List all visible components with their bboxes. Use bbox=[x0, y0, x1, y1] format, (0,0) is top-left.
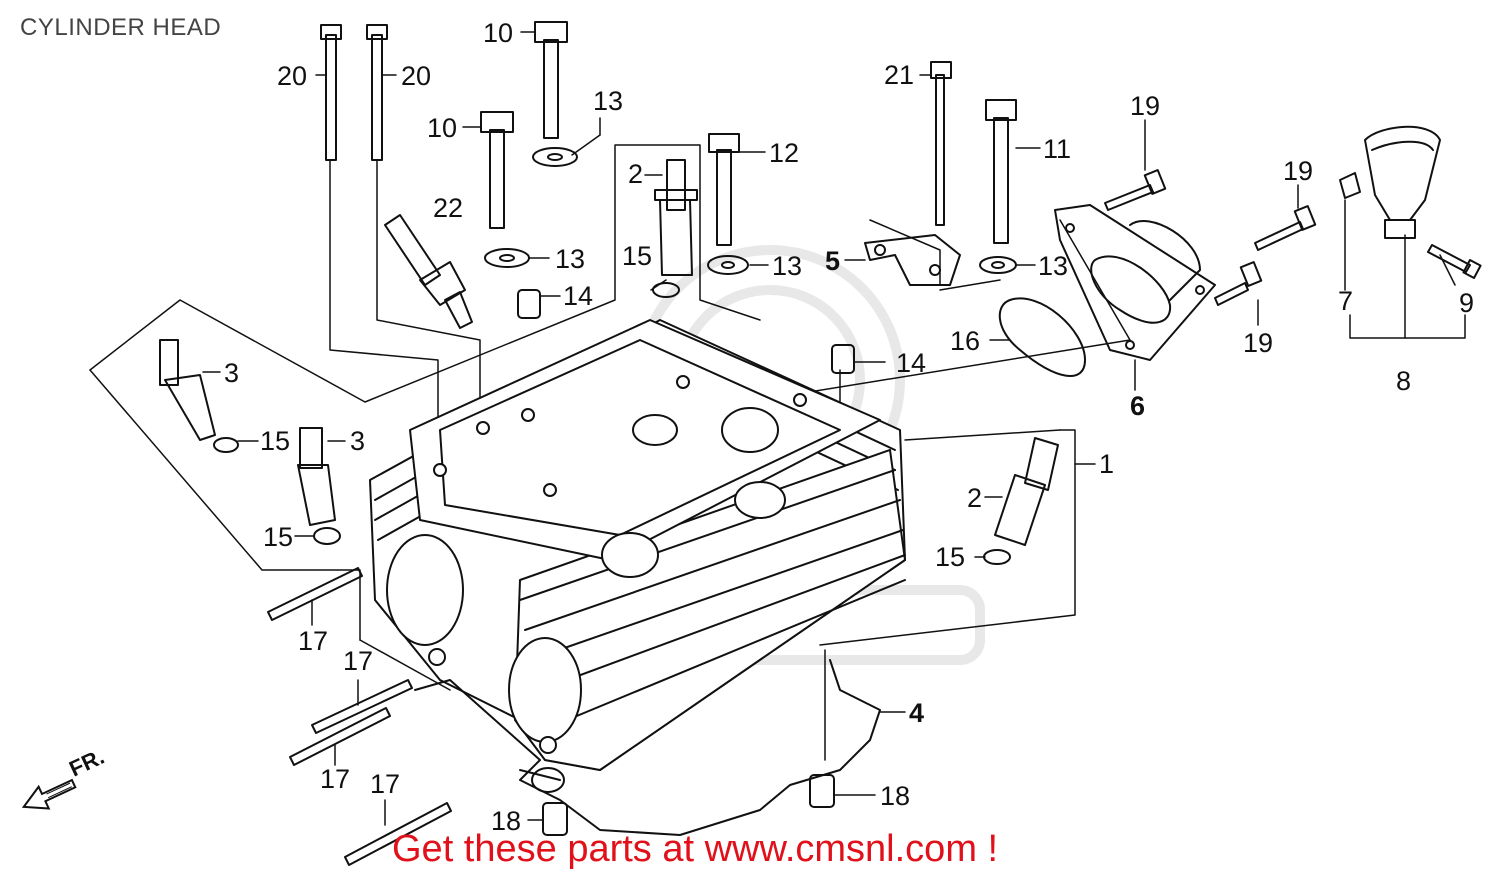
screw-9 bbox=[1427, 244, 1482, 279]
callout-16: 16 bbox=[950, 326, 980, 356]
callout-18-left: 18 bbox=[491, 806, 521, 836]
callout-22: 22 bbox=[433, 193, 463, 223]
bolts-10 bbox=[480, 21, 568, 229]
nut-7 bbox=[1339, 172, 1361, 199]
callout-10-mid: 10 bbox=[427, 113, 457, 143]
callout-13-left: 13 bbox=[555, 244, 585, 274]
callout-6: 6 bbox=[1130, 391, 1145, 421]
callout-13-center: 13 bbox=[772, 251, 802, 281]
callout-17-d: 17 bbox=[370, 769, 400, 799]
bolts-11-12-21 bbox=[708, 61, 1017, 246]
callout-leaders bbox=[202, 31, 1456, 826]
callout-20-left: 20 bbox=[277, 61, 307, 91]
callout-labels: 20 20 10 10 13 13 13 13 22 2 2 12 21 11 … bbox=[224, 18, 1474, 836]
valve-guide-2-top bbox=[654, 159, 698, 276]
long-bolts-20 bbox=[320, 24, 388, 161]
callout-15-lower: 15 bbox=[263, 522, 293, 552]
callout-15-left: 15 bbox=[260, 426, 290, 456]
callout-2-right: 2 bbox=[967, 483, 982, 513]
callout-19-bottom: 19 bbox=[1243, 328, 1273, 358]
callout-13-right: 13 bbox=[1038, 251, 1068, 281]
callout-11: 11 bbox=[1043, 134, 1071, 164]
promo-link[interactable]: Get these parts at www.cmsnl.com ! bbox=[392, 828, 999, 870]
valve-guide-3-middle bbox=[297, 427, 336, 526]
front-marker-label: FR. bbox=[65, 750, 108, 781]
callout-4: 4 bbox=[909, 698, 924, 728]
bolts-19 bbox=[1104, 169, 1317, 306]
dowel-pins bbox=[517, 289, 855, 836]
callout-20-right: 20 bbox=[401, 61, 431, 91]
callout-17-a: 17 bbox=[298, 626, 328, 656]
studs-17 bbox=[267, 567, 452, 866]
callout-13-top: 13 bbox=[593, 86, 623, 116]
callout-12: 12 bbox=[769, 138, 799, 168]
callout-18-right: 18 bbox=[880, 781, 910, 811]
callout-19-right: 19 bbox=[1283, 156, 1313, 186]
bracket-5 bbox=[864, 234, 961, 286]
front-arrow-icon: FR. bbox=[21, 750, 108, 810]
callout-10-top: 10 bbox=[483, 18, 513, 48]
spark-plug-22 bbox=[384, 214, 473, 329]
callout-1: 1 bbox=[1099, 449, 1114, 479]
intake-pipe-6 bbox=[1054, 204, 1216, 361]
callout-21: 21 bbox=[884, 60, 914, 90]
diagram-title: CYLINDER HEAD bbox=[20, 14, 222, 41]
cylinder-head-body bbox=[369, 319, 906, 771]
callout-19-top: 19 bbox=[1130, 91, 1160, 121]
callout-15-right: 15 bbox=[935, 542, 965, 572]
callout-17-b: 17 bbox=[343, 646, 373, 676]
o-ring-16 bbox=[998, 297, 1086, 377]
callout-17-c: 17 bbox=[320, 764, 350, 794]
callout-3-middle: 3 bbox=[350, 426, 365, 456]
callout-8: 8 bbox=[1396, 366, 1411, 396]
clamp-8 bbox=[1364, 125, 1441, 239]
callout-15-center: 15 bbox=[622, 241, 652, 271]
callout-3-left: 3 bbox=[224, 358, 239, 388]
valve-guide-2-right bbox=[994, 437, 1059, 546]
callout-14-left: 14 bbox=[563, 281, 593, 311]
head-gasket bbox=[414, 659, 881, 836]
valve-guide-3-left bbox=[159, 339, 216, 441]
callout-5: 5 bbox=[825, 246, 840, 276]
callout-9: 9 bbox=[1459, 288, 1474, 318]
callout-2-top: 2 bbox=[628, 159, 643, 189]
callout-14-right: 14 bbox=[896, 348, 926, 378]
callout-7: 7 bbox=[1338, 286, 1353, 316]
